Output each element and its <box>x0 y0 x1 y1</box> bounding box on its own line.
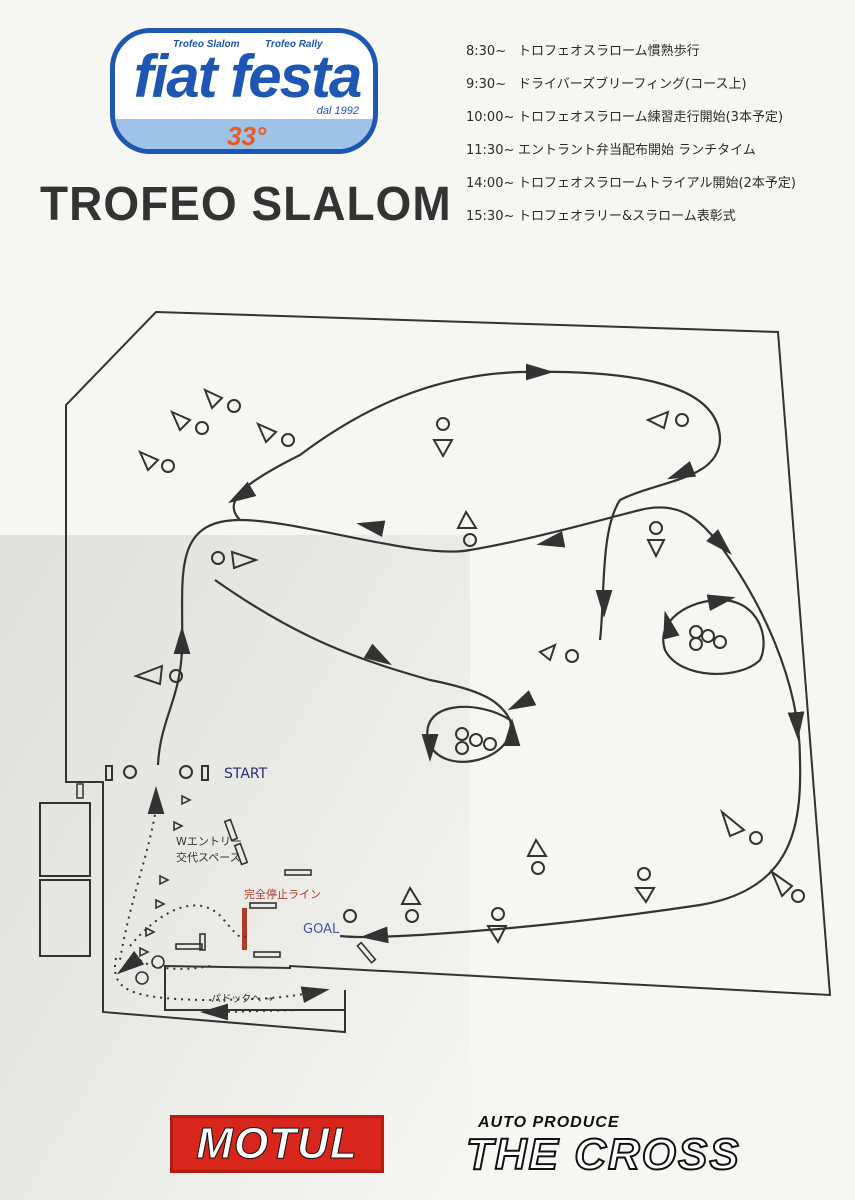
logo-title: fiat festa <box>133 43 363 110</box>
course-path-mid <box>214 579 512 763</box>
paddock-label: パドックへ → <box>211 994 273 1005</box>
logo-since: dal 1992 <box>316 105 359 117</box>
stop-line-label: 完全停止ライン <box>244 888 321 901</box>
direction-arrow <box>536 531 566 548</box>
start-zone-markers <box>135 794 377 985</box>
w-entry-label: Wエントリー 交代スペース <box>176 834 242 866</box>
course-path-loop-top <box>232 370 722 641</box>
course-map <box>39 310 832 1034</box>
w-entry-line2: 交代スペース <box>176 851 241 864</box>
schedule-row: 9:30~ ドライバーズブリーフィング(コース上) <box>466 73 846 106</box>
dotted-route <box>114 807 313 1013</box>
goal-label: GOAL <box>303 922 340 937</box>
schedule-row: 8:30~ トロフェオスラローム慣熟歩行 <box>466 40 846 73</box>
schedule-time: 10:00~ <box>466 110 515 125</box>
w-entry-line1: Wエントリー <box>176 835 242 848</box>
logo-band <box>115 119 373 149</box>
schedule-list: 8:30~ トロフェオスラローム慣熟歩行 9:30~ ドライバーズブリーフィング(コ… <box>466 40 846 238</box>
direction-arrow <box>356 520 386 537</box>
motul-text: MOTUL <box>196 1119 358 1169</box>
fiat-festa-logo: Trofeo Slalom Trofeo Rally fiat festa da… <box>110 28 378 154</box>
direction-arrow <box>227 481 257 504</box>
schedule-text: ドライバーズブリーフィング(コース上) <box>518 77 747 92</box>
course-path <box>156 506 802 939</box>
direction-arrow <box>116 950 145 975</box>
stop-line <box>242 908 247 950</box>
direction-arrow <box>507 690 537 711</box>
schedule-text: トロフェオスラローム練習走行開始(3本予定) <box>518 110 784 125</box>
direction-arrow <box>787 711 805 740</box>
building <box>39 802 91 877</box>
direction-arrow <box>300 986 330 1003</box>
post <box>76 783 84 799</box>
schedule-time: 9:30~ <box>466 77 507 92</box>
course-boundary <box>65 310 832 1034</box>
schedule-row: 11:30~エントラント弁当配布開始 ランチタイム <box>466 139 846 172</box>
the-cross-logo: THE CROSS <box>465 1129 741 1180</box>
logo-sub-rally: Trofeo Rally <box>265 39 323 50</box>
start-gate <box>105 765 209 781</box>
direction-arrow <box>663 610 680 640</box>
schedule-time: 8:30~ <box>466 44 507 59</box>
direction-arrow <box>360 926 389 944</box>
schedule-text: トロフェオラリー&スラローム表彰式 <box>518 209 736 224</box>
building <box>39 879 91 957</box>
schedule-text: エントラント弁当配布開始 ランチタイム <box>518 143 756 158</box>
cones <box>133 388 805 945</box>
page-title: TROFEO SLALOM <box>40 175 452 231</box>
direction-arrow <box>706 594 736 611</box>
schedule-row: 14:00~トロフェオスラロームトライアル開始(2本予定) <box>466 172 846 205</box>
direction-arrow <box>667 461 697 480</box>
motul-logo: MOTUL <box>170 1115 384 1173</box>
direction-arrow <box>363 643 393 666</box>
logo-anniversary-number: 33° <box>227 121 267 151</box>
auto-produce-text: AUTO PRODUCE <box>478 1114 620 1131</box>
schedule-text: トロフェオスラロームトライアル開始(2本予定) <box>518 176 796 191</box>
start-label: START <box>224 766 268 782</box>
schedule-text: トロフェオスラローム慣熟歩行 <box>518 44 700 59</box>
schedule-time: 11:30~ <box>466 143 515 158</box>
schedule-time: 14:00~ <box>466 176 515 191</box>
schedule-time: 15:30~ <box>466 209 515 224</box>
direction-arrow <box>706 529 732 555</box>
schedule-row: 15:30~トロフェオラリー&スラローム表彰式 <box>466 205 846 238</box>
schedule-row: 10:00~トロフェオスラローム練習走行開始(3本予定) <box>466 106 846 139</box>
logo-sub-slalom: Trofeo Slalom <box>173 39 240 50</box>
